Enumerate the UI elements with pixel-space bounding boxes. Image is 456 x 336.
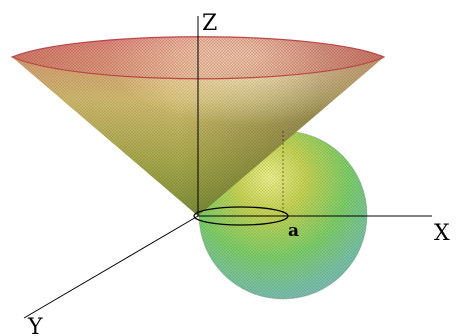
point-a-label: a (288, 221, 299, 241)
z-axis-label: Z (202, 11, 217, 36)
x-axis-label: X (434, 221, 450, 246)
y-axis-line (23, 215, 199, 319)
y-axis-label: Y (27, 315, 43, 336)
base-circle (193, 206, 289, 226)
axes (23, 16, 432, 319)
